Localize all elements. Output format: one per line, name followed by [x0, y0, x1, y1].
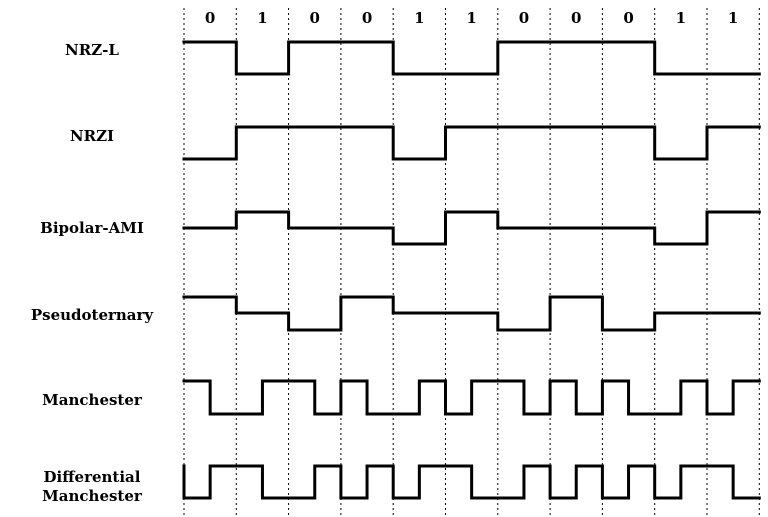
bit-value-label: 1 — [414, 9, 424, 27]
waveform-nrzi — [182, 125, 761, 161]
bit-value-label: 1 — [728, 9, 738, 27]
bit-value-label: 1 — [466, 9, 476, 27]
waveform-pseudo — [182, 295, 761, 332]
bit-value-label: 0 — [623, 9, 633, 27]
bit-value-label: 0 — [310, 9, 320, 27]
encoding-label-ami: Bipolar-AMI — [40, 219, 144, 237]
encoding-label-diffman: Manchester — [42, 487, 143, 505]
bit-value-label: 0 — [571, 9, 581, 27]
encoding-label-nrzi: NRZI — [70, 127, 114, 145]
waveform-ami — [182, 210, 761, 246]
encoding-label-manchester: Manchester — [42, 391, 143, 409]
waveform-manchester — [182, 379, 761, 416]
waveform-diffman — [182, 464, 761, 500]
encoding-waveforms — [182, 40, 761, 500]
bit-value-label: 1 — [676, 9, 686, 27]
waveform-nrzl — [182, 40, 761, 76]
bit-value-label: 0 — [519, 9, 529, 27]
bit-boundary-grid — [183, 8, 760, 515]
encoding-label-nrzl: NRZ-L — [65, 41, 119, 59]
bit-value-label: 1 — [257, 9, 267, 27]
encoding-labels: NRZ-L NRZI Bipolar-AMI PseudoternaryManches… — [31, 41, 155, 505]
encoding-label-pseudo: Pseudoternary — [31, 306, 155, 324]
bit-value-label: 0 — [205, 9, 215, 27]
bit-sequence-header: 0 1 0 0 1 1 0 0 0 1 1 — [205, 9, 738, 27]
bit-value-label: 0 — [362, 9, 372, 27]
encoding-label-diffman: Differential — [44, 468, 141, 486]
